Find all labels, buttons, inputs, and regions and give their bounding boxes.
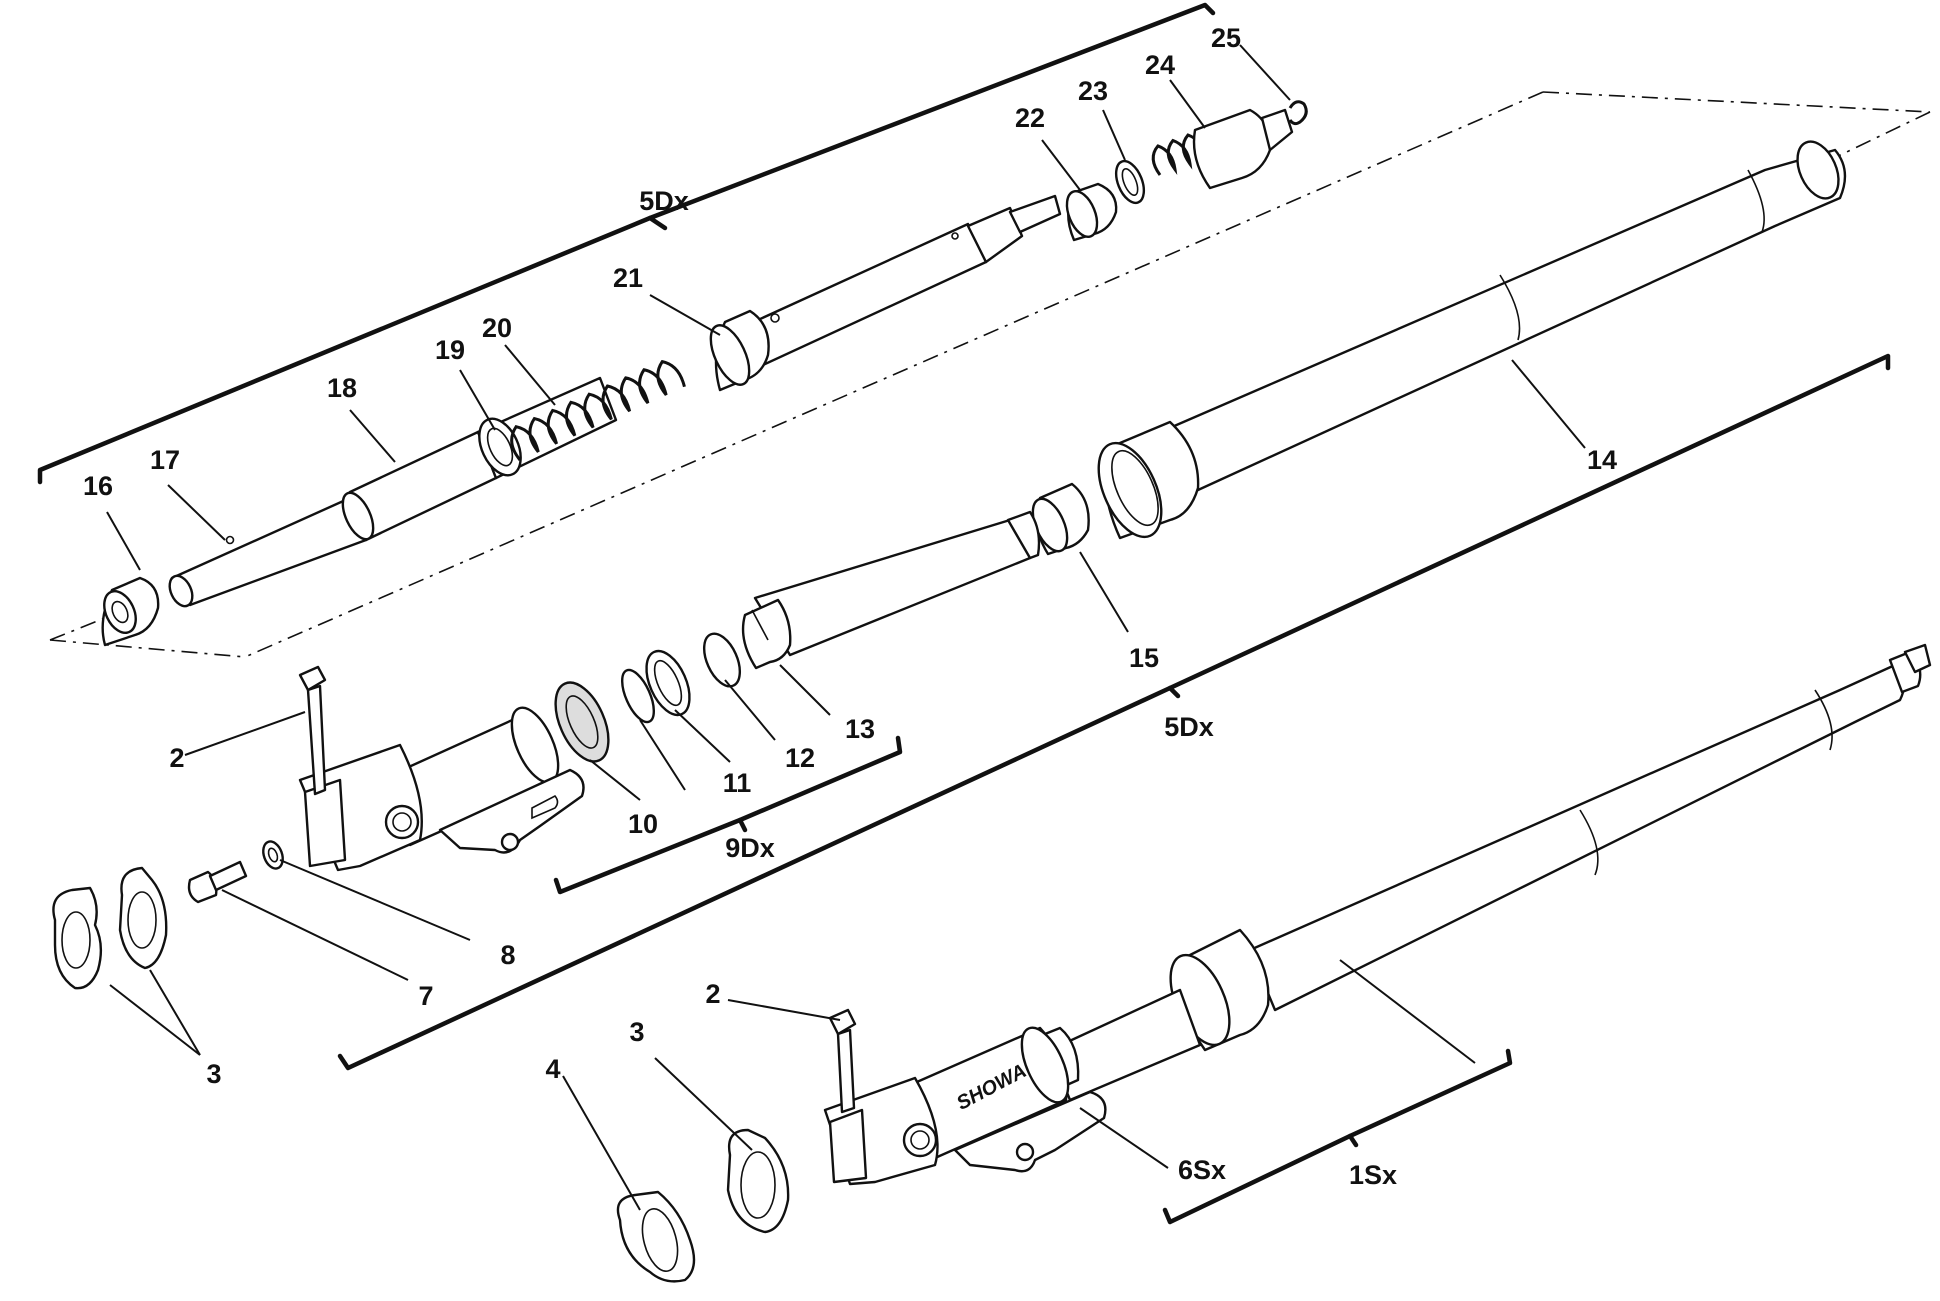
part-6sx-lower-slider-left bbox=[823, 1026, 1107, 1186]
label-20: 20 bbox=[482, 313, 512, 343]
part-lower-slider-right bbox=[298, 706, 585, 872]
bottom-bracket-1sx bbox=[1162, 1048, 1513, 1225]
part-3-clamps-right bbox=[52, 866, 168, 990]
part-7-bleed-screw bbox=[187, 860, 248, 904]
lower-bracket-9dx bbox=[553, 735, 903, 895]
label-7: 7 bbox=[418, 981, 433, 1011]
part-8-washer bbox=[262, 840, 284, 870]
part-17-damper-rod bbox=[168, 496, 368, 608]
top-bracket-5dx bbox=[37, 2, 1216, 485]
part-4-clamp bbox=[616, 1190, 696, 1283]
part-clip bbox=[620, 668, 656, 724]
label-18: 18 bbox=[327, 373, 357, 403]
part-2-bolt-left bbox=[828, 1008, 857, 1114]
part-inner-tube bbox=[753, 510, 1041, 657]
part-11-oil-seal bbox=[645, 649, 691, 717]
group-labels: 5Dx 5Dx 9Dx 6Sx 1Sx bbox=[639, 186, 1397, 1190]
label-2-right: 2 bbox=[169, 743, 184, 773]
label-17: 17 bbox=[150, 445, 180, 475]
label-mid-9dx: 9Dx bbox=[725, 833, 775, 863]
label-10: 10 bbox=[628, 809, 658, 839]
part-12-washer bbox=[702, 632, 742, 688]
label-13: 13 bbox=[845, 714, 875, 744]
label-25: 25 bbox=[1211, 23, 1241, 53]
part-24-adjuster bbox=[1151, 108, 1294, 190]
label-3-left: 3 bbox=[629, 1017, 644, 1047]
label-12: 12 bbox=[785, 743, 815, 773]
label-15: 15 bbox=[1129, 643, 1159, 673]
part-14-outer-tube bbox=[1097, 140, 1847, 540]
label-19: 19 bbox=[435, 335, 465, 365]
part-21-top-cap bbox=[709, 194, 1062, 392]
part-15-bushing bbox=[1031, 482, 1090, 556]
label-22: 22 bbox=[1015, 103, 1045, 133]
leader-lines bbox=[106, 44, 1586, 1211]
part-25-circlip bbox=[1288, 100, 1308, 126]
label-mid-5dx: 5Dx bbox=[1164, 712, 1214, 742]
label-16: 16 bbox=[83, 471, 113, 501]
part-16-bushing bbox=[101, 576, 160, 647]
part-10-dust-seal bbox=[554, 681, 610, 763]
part-3-clamp-left bbox=[726, 1128, 790, 1234]
dashed-section-outline bbox=[49, 91, 1931, 658]
label-14: 14 bbox=[1587, 445, 1617, 475]
label-top-5dx: 5Dx bbox=[639, 186, 689, 216]
part-number-labels: 16 17 18 19 20 21 22 23 24 25 14 15 13 1… bbox=[83, 23, 1617, 1089]
label-bottom-6sx: 6Sx bbox=[1178, 1155, 1226, 1185]
label-bottom-1sx: 1Sx bbox=[1349, 1160, 1397, 1190]
part-2-bolt-right bbox=[298, 665, 327, 796]
label-2-left: 2 bbox=[705, 979, 720, 1009]
label-21: 21 bbox=[613, 263, 643, 293]
label-23: 23 bbox=[1078, 76, 1108, 106]
part-20-spring bbox=[510, 359, 686, 461]
label-4: 4 bbox=[545, 1054, 560, 1084]
label-24: 24 bbox=[1145, 50, 1175, 80]
label-8: 8 bbox=[500, 940, 515, 970]
middle-bracket-5dx bbox=[337, 353, 1891, 1071]
part-13-slider-bushing bbox=[741, 598, 792, 670]
label-11: 11 bbox=[723, 768, 752, 798]
part-22-nut bbox=[1065, 182, 1118, 242]
label-3-right: 3 bbox=[206, 1059, 221, 1089]
part-23-o-ring bbox=[1114, 159, 1146, 205]
part-19-washer bbox=[478, 417, 522, 477]
